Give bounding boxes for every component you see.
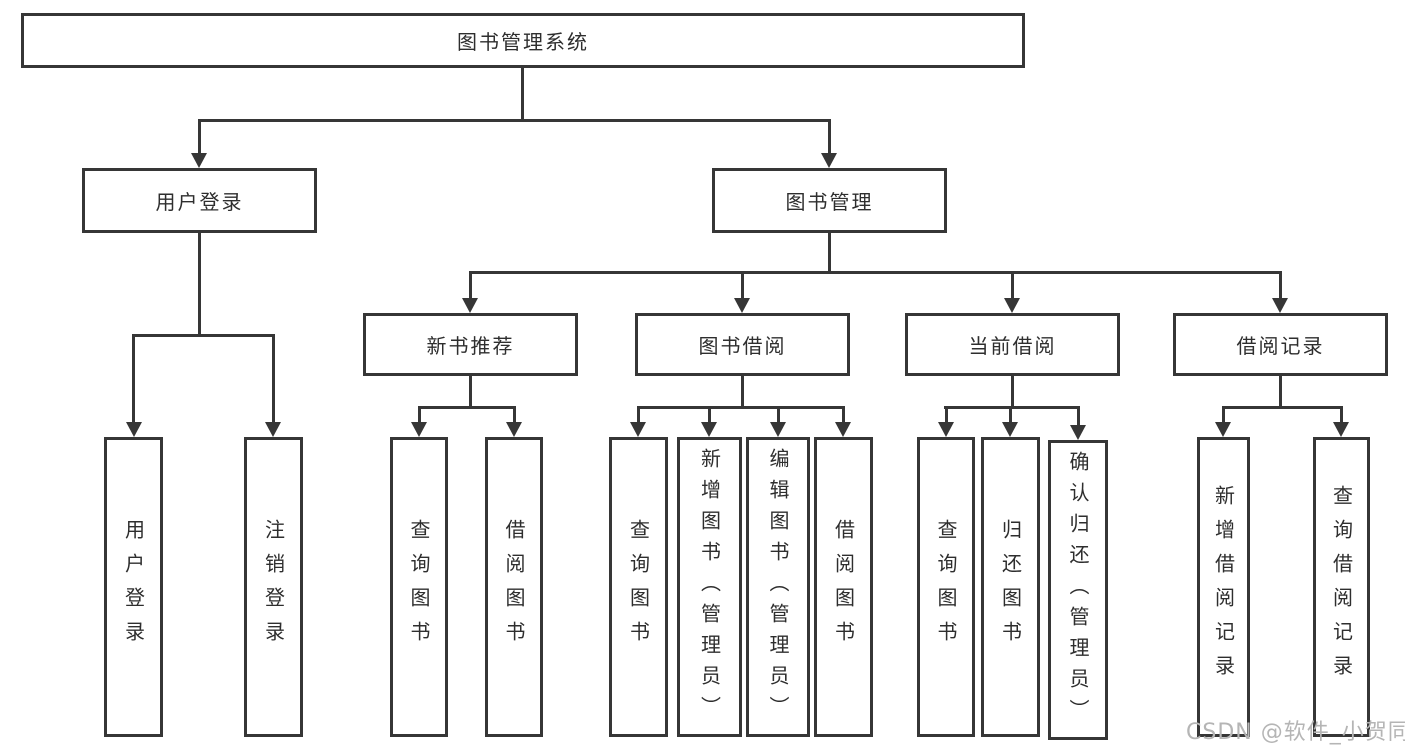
connector-level3-rail: [469, 271, 1282, 274]
node-user-login-branch: 用户登录: [82, 168, 317, 233]
leaf-borrow-borrow-book: 借阅图书: [814, 437, 873, 737]
leaf-recommend-borrow-book-label: 借阅图书: [502, 519, 526, 655]
connector-stem-logout: [272, 334, 275, 424]
leaf-records-query-record-label: 查询借阅记录: [1329, 485, 1354, 689]
leaf-current-query-book: 查询图书: [917, 437, 975, 737]
leaf-logout-label: 注销登录: [261, 519, 286, 655]
connector-stem-user-login: [198, 119, 201, 156]
connector-user-login-rail: [132, 334, 275, 337]
connector-borrowing-rail: [637, 406, 845, 409]
connector-stem-recommend-borrow: [513, 406, 516, 424]
connector-records-feeder: [1279, 376, 1282, 409]
leaf-current-confirm-return: 确认归还（管理员）: [1048, 440, 1108, 740]
connector-current-rail: [944, 406, 1080, 409]
leaf-borrow-add-book: 新增图书（管理员）: [677, 437, 742, 737]
node-book-management-branch-label: 图书管理: [785, 190, 874, 214]
node-borrowing-records-label: 借阅记录: [1236, 334, 1325, 358]
connector-stem-records-query: [1340, 406, 1343, 424]
node-book-borrowing-label: 图书借阅: [698, 334, 787, 358]
connector-book-management-feeder: [828, 233, 831, 274]
connector-stem-current-return: [1009, 406, 1012, 424]
node-root: 图书管理系统: [21, 13, 1025, 68]
arrow-down-icon: [411, 422, 427, 437]
connector-stem-new-book-recommend: [469, 271, 472, 300]
leaf-borrow-borrow-book-label: 借阅图书: [831, 519, 856, 655]
connector-stem-borrow-borrow: [842, 406, 845, 424]
node-new-book-recommend-label: 新书推荐: [426, 334, 515, 358]
leaf-user-login-label: 用户登录: [121, 519, 146, 655]
connector-records-rail: [1222, 406, 1343, 409]
connector-stem-current-query: [945, 406, 948, 424]
arrow-down-icon: [835, 422, 851, 437]
leaf-borrow-query-book: 查询图书: [609, 437, 668, 737]
connector-recommend-rail: [418, 406, 516, 409]
leaf-records-add-record: 新增借阅记录: [1197, 437, 1250, 737]
leaf-current-return-book: 归还图书: [981, 437, 1040, 737]
connector-stem-borrow-query: [637, 406, 640, 424]
arrow-down-icon: [701, 422, 717, 437]
leaf-recommend-query-book: 查询图书: [390, 437, 448, 737]
arrow-down-icon: [126, 422, 142, 437]
node-borrowing-records: 借阅记录: [1173, 313, 1388, 376]
connector-root-feeder: [521, 68, 524, 121]
node-user-login-branch-label: 用户登录: [155, 190, 244, 214]
connector-current-feeder: [1011, 376, 1014, 409]
arrow-down-icon: [1002, 422, 1018, 437]
connector-user-login-feeder: [198, 233, 201, 336]
csdn-watermark: CSDN @软件_小贺同学: [1186, 720, 1405, 745]
leaf-records-query-record: 查询借阅记录: [1313, 437, 1370, 737]
arrow-down-icon: [462, 298, 478, 313]
leaf-current-return-book-label: 归还图书: [998, 519, 1023, 655]
connector-stem-borrow-edit: [777, 406, 780, 424]
connector-stem-borrow-add: [708, 406, 711, 424]
connector-stem-book-management: [828, 119, 831, 156]
connector-recommend-feeder: [469, 376, 472, 409]
leaf-user-login: 用户登录: [104, 437, 163, 737]
arrow-down-icon: [1215, 422, 1231, 437]
arrow-down-icon: [1333, 422, 1349, 437]
arrow-down-icon: [821, 153, 837, 168]
leaf-borrow-add-book-label: 新增图书（管理员）: [697, 447, 722, 727]
connector-stem-login: [132, 334, 135, 424]
connector-stem-recommend-query: [418, 406, 421, 424]
connector-level2-rail: [198, 119, 831, 122]
connector-stem-book-borrowing: [741, 271, 744, 300]
arrow-down-icon: [938, 422, 954, 437]
node-book-management-branch: 图书管理: [712, 168, 947, 233]
arrow-down-icon: [1004, 298, 1020, 313]
leaf-recommend-borrow-book: 借阅图书: [485, 437, 543, 737]
leaf-current-query-book-label: 查询图书: [934, 519, 958, 655]
connector-borrowing-feeder: [741, 376, 744, 409]
arrow-down-icon: [1070, 425, 1086, 440]
node-book-borrowing: 图书借阅: [635, 313, 850, 376]
node-current-borrowing-label: 当前借阅: [968, 334, 1057, 358]
leaf-borrow-query-book-label: 查询图书: [626, 519, 651, 655]
node-current-borrowing: 当前借阅: [905, 313, 1120, 376]
arrow-down-icon: [1272, 298, 1288, 313]
leaf-borrow-edit-book: 编辑图书（管理员）: [746, 437, 810, 737]
leaf-logout: 注销登录: [244, 437, 303, 737]
leaf-current-confirm-return-label: 确认归还（管理员）: [1066, 450, 1090, 730]
connector-stem-current-confirm: [1077, 406, 1080, 427]
leaf-records-add-record-label: 新增借阅记录: [1211, 485, 1236, 689]
arrow-down-icon: [630, 422, 646, 437]
leaf-recommend-query-book-label: 查询图书: [407, 519, 431, 655]
arrow-down-icon: [734, 298, 750, 313]
connector-stem-records-add: [1222, 406, 1225, 424]
connector-stem-current-borrowing: [1011, 271, 1014, 300]
arrow-down-icon: [506, 422, 522, 437]
node-new-book-recommend: 新书推荐: [363, 313, 578, 376]
arrow-down-icon: [770, 422, 786, 437]
arrow-down-icon: [191, 153, 207, 168]
leaf-borrow-edit-book-label: 编辑图书（管理员）: [766, 447, 790, 727]
node-root-label: 图书管理系统: [457, 30, 589, 54]
connector-stem-borrowing-records: [1279, 271, 1282, 300]
arrow-down-icon: [265, 422, 281, 437]
